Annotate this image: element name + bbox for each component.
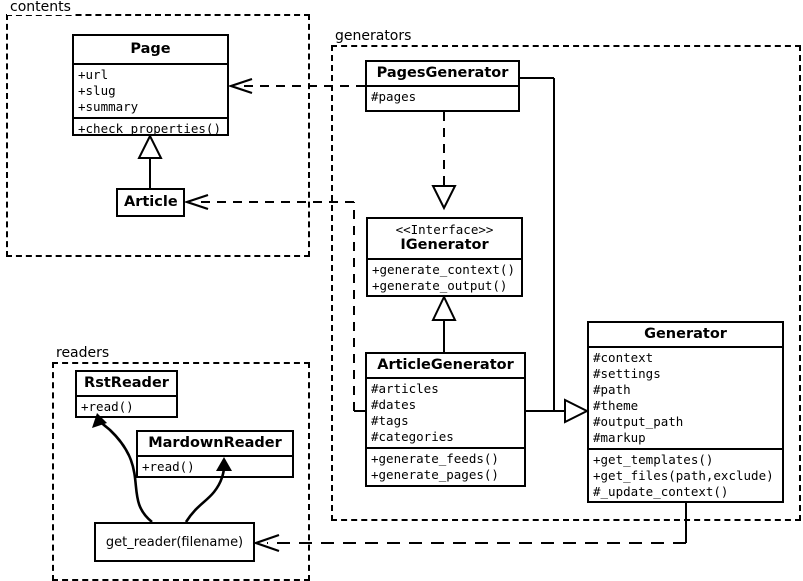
attribute: #output_path: [593, 414, 684, 429]
operation: +check_properties(): [78, 121, 221, 136]
package-readers-label: readers: [53, 346, 113, 361]
class-pages-generator-name: PagesGenerator: [376, 65, 509, 81]
operation: +generate_feeds(): [371, 451, 499, 466]
attribute: +summary: [78, 99, 139, 114]
attribute: #articles: [371, 381, 439, 396]
class-igenerator-stereotype: <<Interface>>: [395, 222, 494, 237]
attribute: +slug: [78, 83, 116, 98]
package-contents: [6, 14, 310, 257]
class-pages-generator[interactable]: PagesGenerator #pages: [365, 60, 520, 112]
operation: +read(): [142, 459, 195, 474]
attribute: #categories: [371, 429, 454, 444]
package-contents-label: contents: [7, 0, 74, 15]
package-generators: [331, 45, 801, 521]
class-article-generator-attributes: #articles #dates #tags #categories: [367, 377, 524, 447]
attribute: #markup: [593, 430, 646, 445]
attribute: #path: [593, 382, 631, 397]
operation: +generate_context(): [372, 262, 515, 277]
class-mardown-reader[interactable]: MardownReader +read(): [136, 430, 294, 478]
package-generators-label: generators: [332, 29, 415, 44]
class-mardown-reader-operations: +read(): [138, 455, 292, 477]
class-rst-reader-name: RstReader: [84, 375, 169, 391]
class-rst-reader-operations: +read(): [77, 395, 176, 417]
operation: +generate_output(): [372, 278, 508, 293]
class-page[interactable]: Page +url +slug +summary +check_properti…: [72, 34, 229, 136]
attribute: #theme: [593, 398, 639, 413]
class-generator[interactable]: Generator #context #settings #path #them…: [587, 321, 784, 503]
attribute: #pages: [371, 89, 417, 104]
class-page-attributes: +url +slug +summary: [74, 63, 227, 117]
class-igenerator-operations: +generate_context() +generate_output(): [368, 258, 521, 296]
class-generator-name: Generator: [644, 326, 727, 342]
node-get-reader[interactable]: get_reader(filename): [94, 522, 255, 562]
class-page-name: Page: [130, 41, 171, 57]
attribute: #context: [593, 350, 654, 365]
class-pages-generator-attributes: #pages: [367, 85, 518, 107]
attribute: #dates: [371, 397, 417, 412]
operation: +get_files(path,exclude): [593, 468, 774, 483]
class-mardown-reader-name: MardownReader: [148, 435, 282, 451]
class-generator-operations: +get_templates() +get_files(path,exclude…: [589, 448, 782, 502]
class-article-name: Article: [124, 194, 178, 210]
class-igenerator-name: <<Interface>> IGenerator: [368, 219, 521, 258]
attribute: +url: [78, 67, 109, 82]
operation: +get_templates(): [593, 452, 714, 467]
class-article-generator[interactable]: ArticleGenerator #articles #dates #tags …: [365, 352, 526, 487]
class-article[interactable]: Article: [116, 188, 185, 217]
node-get-reader-label: get_reader(filename): [105, 534, 244, 550]
class-article-generator-name: ArticleGenerator: [377, 357, 514, 373]
class-igenerator[interactable]: <<Interface>> IGenerator +generate_conte…: [366, 217, 523, 297]
attribute: #tags: [371, 413, 409, 428]
class-rst-reader[interactable]: RstReader +read(): [75, 370, 178, 418]
operation: +generate_pages(): [371, 467, 499, 482]
class-page-operations: +check_properties(): [74, 117, 227, 139]
class-generator-attributes: #context #settings #path #theme #output_…: [589, 346, 782, 448]
operation: +read(): [81, 399, 134, 414]
operation: #_update_context(): [593, 484, 729, 499]
attribute: #settings: [593, 366, 661, 381]
class-article-generator-operations: +generate_feeds() +generate_pages(): [367, 447, 524, 485]
class-igenerator-title: IGenerator: [400, 237, 489, 253]
